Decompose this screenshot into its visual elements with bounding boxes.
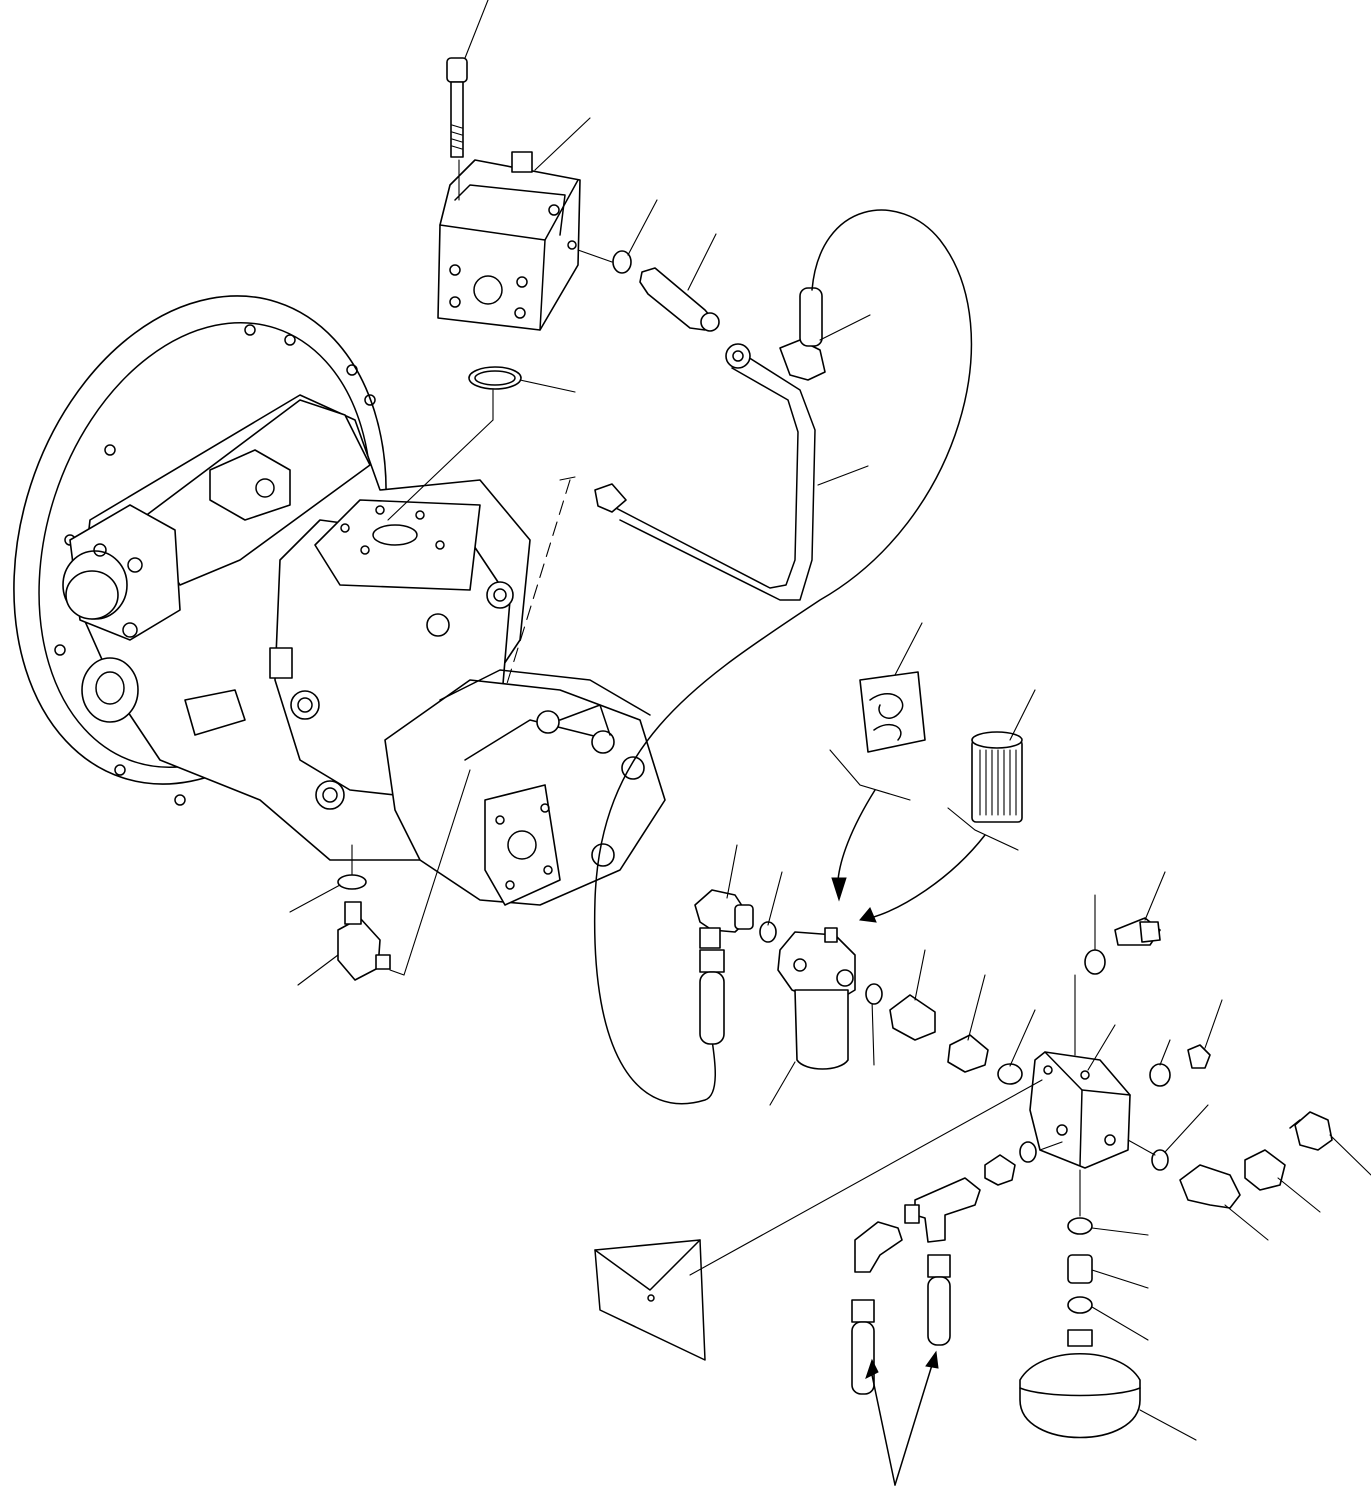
tube: [594, 343, 869, 601]
washer: [1067, 1169, 1149, 1341]
elbow: [694, 844, 783, 949]
connector: [984, 1154, 1016, 1186]
hose: [851, 1254, 951, 1486]
elbow: [1179, 1164, 1269, 1241]
washer: [1084, 894, 1171, 1087]
elbow: [779, 287, 871, 381]
connector: [1244, 1111, 1371, 1213]
hydraulic-pump-assembly: [13, 295, 666, 906]
nut: [1187, 999, 1223, 1069]
seal-kit: [829, 622, 926, 902]
connector: [577, 199, 720, 332]
o-ring: [387, 366, 576, 521]
control-valve-block: [437, 151, 581, 331]
line-filter: [769, 927, 875, 1106]
clip: [594, 1079, 1043, 1361]
tee: [904, 1177, 981, 1243]
bolt: [1114, 871, 1166, 946]
connector: [865, 949, 1036, 1085]
hose: [699, 949, 725, 1045]
hose: [593, 209, 973, 1105]
elbow: [297, 769, 471, 986]
cap-screw: [446, 0, 489, 158]
elbow: [854, 1221, 903, 1273]
o-ring: [289, 844, 367, 913]
o-ring: [1019, 1141, 1063, 1163]
connector: [1067, 1254, 1149, 1289]
bracket: [1029, 974, 1131, 1169]
filter-element: [859, 689, 1036, 923]
accumulator: [1019, 1329, 1197, 1441]
o-ring: [1127, 1104, 1209, 1171]
